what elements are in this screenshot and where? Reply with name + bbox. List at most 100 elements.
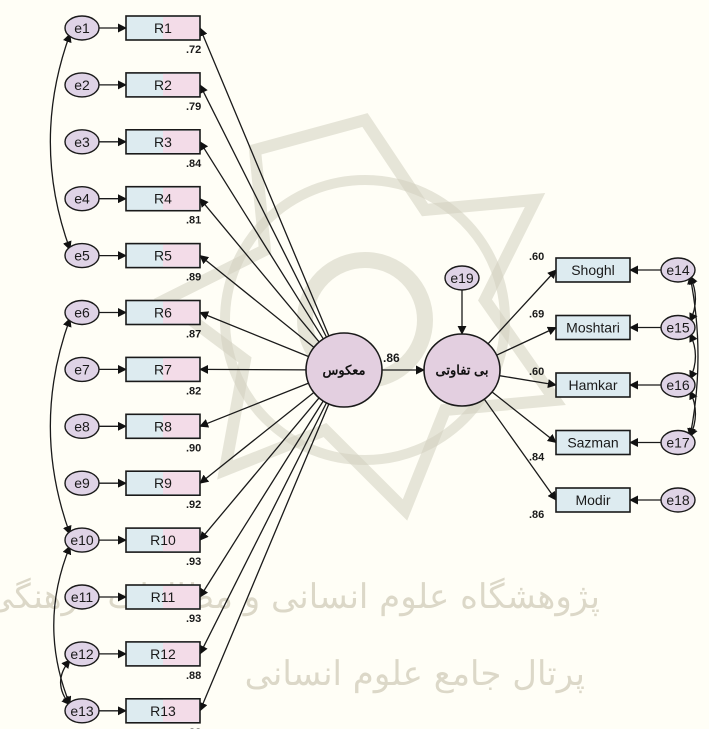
loading-R7: .82 bbox=[186, 385, 201, 397]
error-ellipse bbox=[64, 698, 100, 724]
error-node-e8[interactable]: e8 bbox=[64, 413, 100, 439]
latent-mahkoos[interactable]: معکوس bbox=[305, 332, 383, 408]
indicator-R7[interactable]: R7 bbox=[125, 356, 201, 383]
indicator-R3[interactable]: R3 bbox=[125, 129, 201, 155]
error-ellipse bbox=[64, 15, 100, 41]
indicator-label: R12 bbox=[150, 646, 176, 662]
loading-R5: .89 bbox=[186, 272, 201, 284]
error-label: e1 bbox=[74, 20, 90, 36]
indicator-R11[interactable]: R11 bbox=[125, 584, 201, 610]
covariance-e15-e16 bbox=[689, 332, 698, 380]
indicator-label: Hamkar bbox=[568, 377, 617, 393]
loading-R11: .93 bbox=[186, 613, 201, 625]
indicator-R13[interactable]: R13 bbox=[125, 697, 201, 724]
error-node-e16[interactable]: e16 bbox=[660, 372, 696, 398]
indicator-label: Moshtari bbox=[566, 320, 620, 336]
error-ellipse bbox=[660, 257, 696, 283]
indicator-R4[interactable]: R4 bbox=[125, 185, 201, 212]
indicator-R12[interactable]: R12 bbox=[125, 641, 201, 667]
indicator-tint bbox=[163, 472, 199, 495]
error-node-e5[interactable]: e5 bbox=[64, 242, 100, 269]
indicator-R8[interactable]: R8 bbox=[125, 413, 201, 440]
loading-Sazman: .84 bbox=[529, 452, 545, 464]
indicator-R9[interactable]: R9 bbox=[125, 470, 201, 497]
indicator-box bbox=[555, 314, 631, 341]
indicator-R2[interactable]: R2 bbox=[125, 72, 201, 98]
error-label: e11 bbox=[71, 589, 94, 605]
error-node-e1[interactable]: e1 bbox=[64, 15, 100, 41]
indicator-label: Shoghl bbox=[571, 262, 615, 278]
error-label: e13 bbox=[70, 703, 94, 719]
latent-bitafavoti-ellipse bbox=[423, 333, 501, 407]
error-node-e12[interactable]: e12 bbox=[64, 641, 100, 667]
indicator-tint bbox=[163, 529, 199, 552]
indicator-label: R7 bbox=[154, 361, 172, 377]
indicator-label: R6 bbox=[154, 305, 172, 321]
indicator-label: R4 bbox=[154, 191, 172, 207]
error-node-e4[interactable]: e4 bbox=[64, 185, 100, 212]
indicator-R6[interactable]: R6 bbox=[125, 299, 201, 326]
error-ellipse bbox=[64, 299, 100, 326]
indicator-label: R9 bbox=[154, 475, 172, 491]
loading-path-Sazman bbox=[491, 391, 557, 444]
error-node-e2[interactable]: e2 bbox=[64, 72, 100, 98]
loading-path-Modir bbox=[483, 398, 557, 501]
indicator-box bbox=[555, 372, 631, 398]
error-node-e10[interactable]: e10 bbox=[64, 527, 100, 553]
indicator-box bbox=[555, 487, 631, 513]
error-node-e18[interactable]: e18 bbox=[660, 487, 696, 513]
error-label: e8 bbox=[74, 418, 90, 434]
indicator-Shoghl[interactable]: Shoghl bbox=[555, 257, 631, 283]
indicator-Hamkar[interactable]: Hamkar bbox=[555, 372, 631, 398]
loading-R10: .93 bbox=[186, 556, 201, 568]
indicator-Modir[interactable]: Modir bbox=[555, 487, 631, 513]
error-node-e17[interactable]: e17 bbox=[660, 429, 696, 456]
error-node-e11[interactable]: e11 bbox=[64, 584, 100, 610]
error-label: e4 bbox=[74, 191, 90, 207]
error-node-e9[interactable]: e9 bbox=[64, 470, 100, 496]
error-label: e12 bbox=[70, 646, 94, 662]
error-node-e15[interactable]: e15 bbox=[660, 314, 696, 341]
indicator-R1[interactable]: R1 bbox=[125, 15, 201, 41]
indicator-R5[interactable]: R5 bbox=[125, 242, 201, 269]
loading-path-Moshtari bbox=[496, 326, 557, 356]
error-label: e7 bbox=[74, 361, 90, 377]
covariance-e1-e5 bbox=[49, 33, 72, 251]
error-ellipse bbox=[660, 429, 696, 456]
indicator-label: R2 bbox=[154, 77, 172, 93]
covariance-e12-e13 bbox=[59, 659, 71, 706]
loading-R13: .82 bbox=[186, 727, 201, 729]
indicator-Moshtari[interactable]: Moshtari bbox=[555, 314, 631, 341]
loading-Modir: .86 bbox=[529, 509, 544, 521]
error-label: e5 bbox=[74, 248, 90, 264]
loading-R1: .72 bbox=[186, 44, 201, 56]
error-ellipse bbox=[64, 185, 100, 212]
error-node-e13[interactable]: e13 bbox=[64, 698, 100, 724]
structural-path-coefficient: .86 bbox=[383, 351, 400, 365]
error-ellipse bbox=[64, 641, 100, 667]
loading-Shoghl: .60 bbox=[529, 251, 544, 263]
error-label: e18 bbox=[666, 492, 690, 508]
error-label: e17 bbox=[666, 435, 690, 451]
indicator-label: R1 bbox=[154, 20, 172, 36]
error-node-e14[interactable]: e14 bbox=[660, 257, 696, 283]
error-ellipse bbox=[660, 372, 696, 398]
loading-path-Hamkar bbox=[499, 375, 557, 389]
latent-bitafavoti[interactable]: بی تفاوتی bbox=[423, 333, 501, 407]
indicator-label: Modir bbox=[575, 492, 610, 508]
indicator-tint bbox=[163, 586, 199, 608]
indicator-R10[interactable]: R10 bbox=[125, 527, 201, 553]
error-node-e6[interactable]: e6 bbox=[64, 299, 100, 326]
loading-R4: .81 bbox=[186, 215, 201, 227]
error-node-e19[interactable]: e19 bbox=[444, 265, 480, 291]
indicator-tint bbox=[163, 244, 199, 267]
indicator-tint bbox=[163, 73, 199, 96]
error-node-e7[interactable]: e7 bbox=[64, 356, 100, 383]
indicator-tint bbox=[163, 699, 199, 722]
indicator-label: R3 bbox=[154, 134, 172, 150]
indicator-Sazman[interactable]: Sazman bbox=[555, 429, 631, 456]
error-node-e3[interactable]: e3 bbox=[64, 129, 100, 155]
error-label: e14 bbox=[666, 262, 690, 278]
loading-path-R6 bbox=[199, 311, 309, 358]
indicator-label: R8 bbox=[154, 418, 172, 434]
